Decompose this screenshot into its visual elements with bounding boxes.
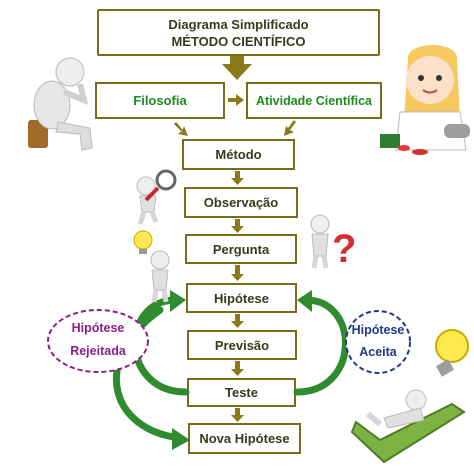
svg-text:?: ?	[332, 227, 356, 271]
step-observacao: Observação	[184, 187, 298, 218]
title-down-arrow	[222, 56, 252, 80]
title-line-2: MÉTODO CIENTÍFICO	[171, 33, 306, 49]
arrow-teste-nova	[231, 408, 244, 422]
green-arrowhead-left	[170, 290, 186, 312]
scientist-icon	[380, 45, 470, 155]
question-figure-icon: ?	[310, 214, 356, 271]
rejeitada-line-1: Hipótese	[71, 321, 125, 335]
title-line-1: Diagrama Simplificado	[168, 16, 309, 32]
step-label: Método	[215, 147, 262, 162]
step-nova-hipotese: Nova Hipótese	[188, 423, 301, 454]
filosofia-label: Filosofia	[133, 93, 187, 108]
aceita-oval	[345, 310, 411, 374]
thinking-figure-icon	[28, 57, 93, 151]
step-previsao: Previsão	[187, 330, 297, 360]
rejeitada-label: Hipótese Rejeitada	[55, 321, 141, 358]
step-label: Previsão	[214, 337, 270, 353]
atividade-to-metodo-arrow	[284, 120, 296, 136]
green-right-loop	[293, 296, 349, 396]
step-label: Pergunta	[212, 241, 270, 257]
aceita-label: Hipótese Aceita	[346, 323, 410, 359]
arrow-observacao-pergunta	[231, 219, 244, 233]
arrow-pergunta-hipotese	[231, 265, 244, 281]
atividade-cientifica-box: Atividade Científica	[246, 82, 382, 119]
magnifier-figure-icon	[136, 169, 177, 225]
step-label: Observação	[203, 195, 279, 210]
step-pergunta: Pergunta	[185, 234, 297, 264]
step-label: Nova Hipótese	[199, 431, 290, 446]
lightbulb-icon	[435, 329, 469, 377]
step-label: Teste	[225, 385, 258, 400]
green-arrowhead-bottom	[172, 428, 190, 450]
filosofia-to-metodo-arrow	[174, 122, 188, 136]
filosofia-box: Filosofia	[95, 82, 225, 119]
lightbulb-figure-icon	[133, 230, 170, 303]
step-teste: Teste	[187, 378, 296, 407]
aceita-line-2: Aceita	[359, 345, 397, 359]
aceita-line-1: Hipótese	[351, 323, 405, 337]
filosofia-to-atividade-arrow	[228, 94, 244, 106]
arrow-metodo-observacao	[231, 171, 244, 185]
checkmark-figure-icon	[350, 389, 466, 464]
step-label: Hipótese	[214, 290, 269, 306]
step-metodo: Método	[182, 139, 295, 170]
rejeitada-oval	[47, 309, 149, 373]
step-hipotese: Hipótese	[186, 283, 297, 313]
atividade-cientifica-label: Atividade Científica	[256, 93, 372, 108]
green-arrowhead-right	[297, 290, 312, 312]
arrow-hipotese-previsao	[231, 314, 244, 328]
rejeitada-line-2: Rejeitada	[70, 344, 126, 358]
arrow-previsao-teste	[231, 361, 244, 376]
diagram-title: Diagrama Simplificado MÉTODO CIENTÍFICO	[97, 9, 380, 56]
